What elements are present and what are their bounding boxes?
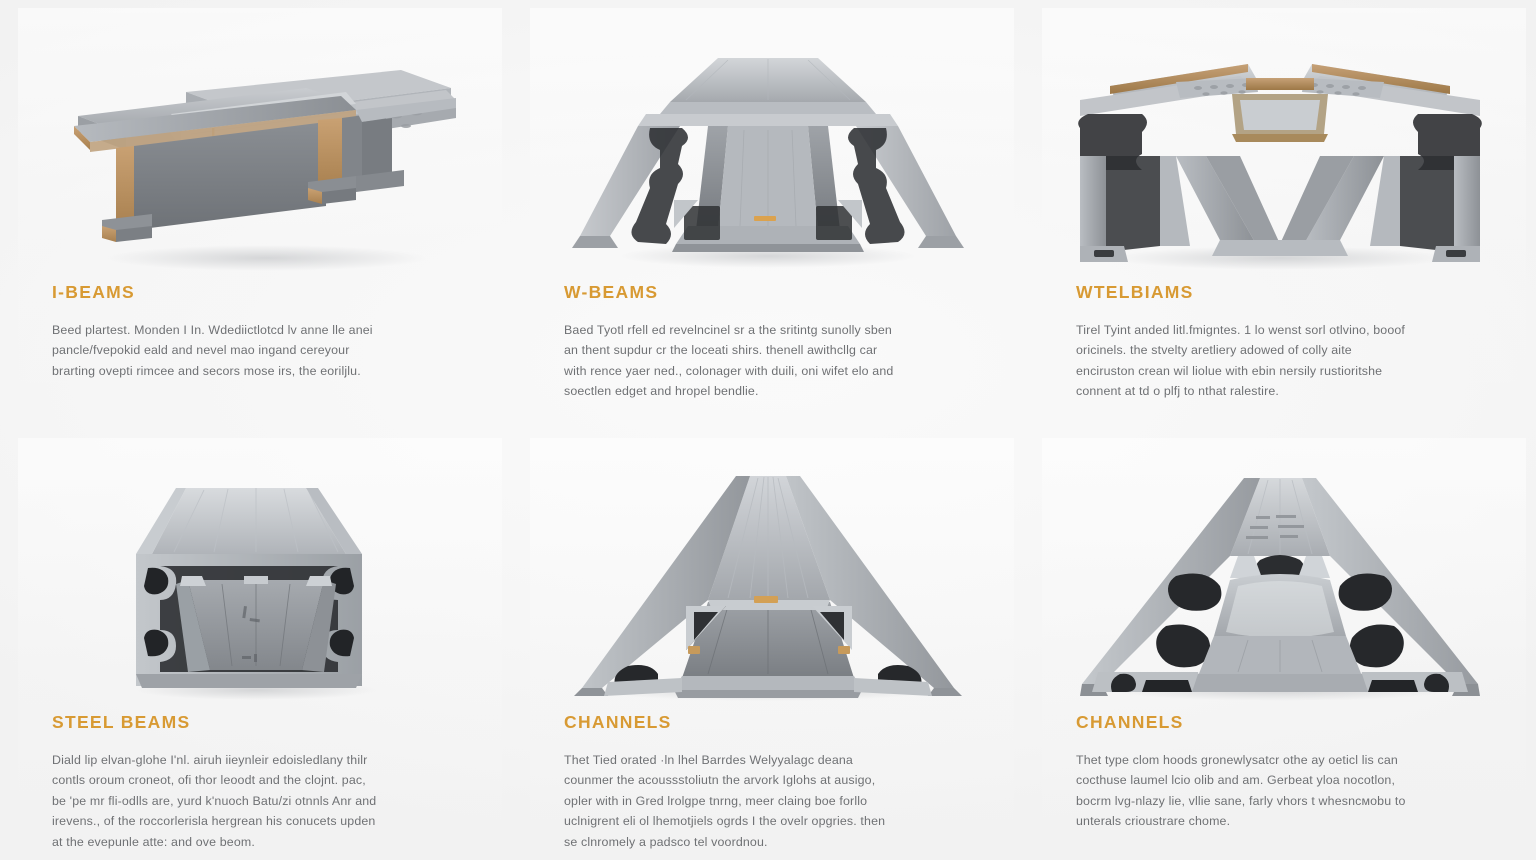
card-body: Thet type clom hoods gronewlysatcr othe …: [1076, 752, 1406, 829]
caption-block: WTELBIAMS Tirel Tyint anded litl.fmignte…: [1072, 282, 1488, 402]
caption-block: CHANNELS Thet type clom hoods gronewlysa…: [1072, 712, 1488, 832]
card-body: Tirel Tyint anded litl.fmigntes. 1 lo we…: [1076, 322, 1406, 399]
product-card-i-beams[interactable]: I-BEAMS Beed plartest. Monden I In. Wded…: [0, 0, 512, 430]
channel-profile-perspective-render-2: [1072, 460, 1488, 701]
product-card-channels-2[interactable]: CHANNELS Thet type clom hoods gronewlysa…: [1024, 430, 1536, 860]
card-title: CHANNELS: [1076, 712, 1184, 732]
w-beam-cross-section-render: [560, 30, 976, 270]
steel-beam-square-profile-render: [48, 460, 464, 700]
caption-block: CHANNELS Thet Tied orated ·ln lhel Barrd…: [560, 712, 976, 852]
product-card-w-beams[interactable]: W-BEAMS Baed Tyotl rfell ed revelncinel …: [512, 0, 1024, 430]
caption-block: I-BEAMS Beed plartest. Monden I In. Wded…: [48, 282, 464, 381]
card-title: W-BEAMS: [564, 282, 659, 302]
card-body: Thet Tied orated ·ln lhel Barrdes Welyya…: [564, 752, 886, 849]
card-body: Baed Tyotl rfell ed revelncinel sr a the…: [564, 322, 894, 399]
card-title: WTELBIAMS: [1076, 282, 1194, 302]
card-title: CHANNELS: [564, 712, 672, 732]
card-body: Diald lip elvan-glohe I'nl. airuh iieynl…: [52, 752, 377, 849]
i-beam-stack-render: [48, 30, 464, 271]
caption-block: W-BEAMS Baed Tyotl rfell ed revelncinel …: [560, 282, 976, 402]
card-title: I-BEAMS: [52, 282, 135, 302]
card-title: STEEL BEAMS: [52, 712, 191, 732]
product-card-channels-1[interactable]: CHANNELS Thet Tied orated ·ln lhel Barrd…: [512, 430, 1024, 860]
card-body: Beed plartest. Monden I In. Wdediictlotc…: [52, 322, 373, 378]
channel-profile-perspective-render: [560, 460, 976, 701]
product-card-steel-beams[interactable]: STEEL BEAMS Diald lip elvan-glohe I'nl. …: [0, 430, 512, 860]
caption-block: STEEL BEAMS Diald lip elvan-glohe I'nl. …: [48, 712, 464, 852]
double-box-beam-cross-section-render: [1072, 30, 1488, 270]
product-card-wtelbiams[interactable]: WTELBIAMS Tirel Tyint anded litl.fmignte…: [1024, 0, 1536, 430]
